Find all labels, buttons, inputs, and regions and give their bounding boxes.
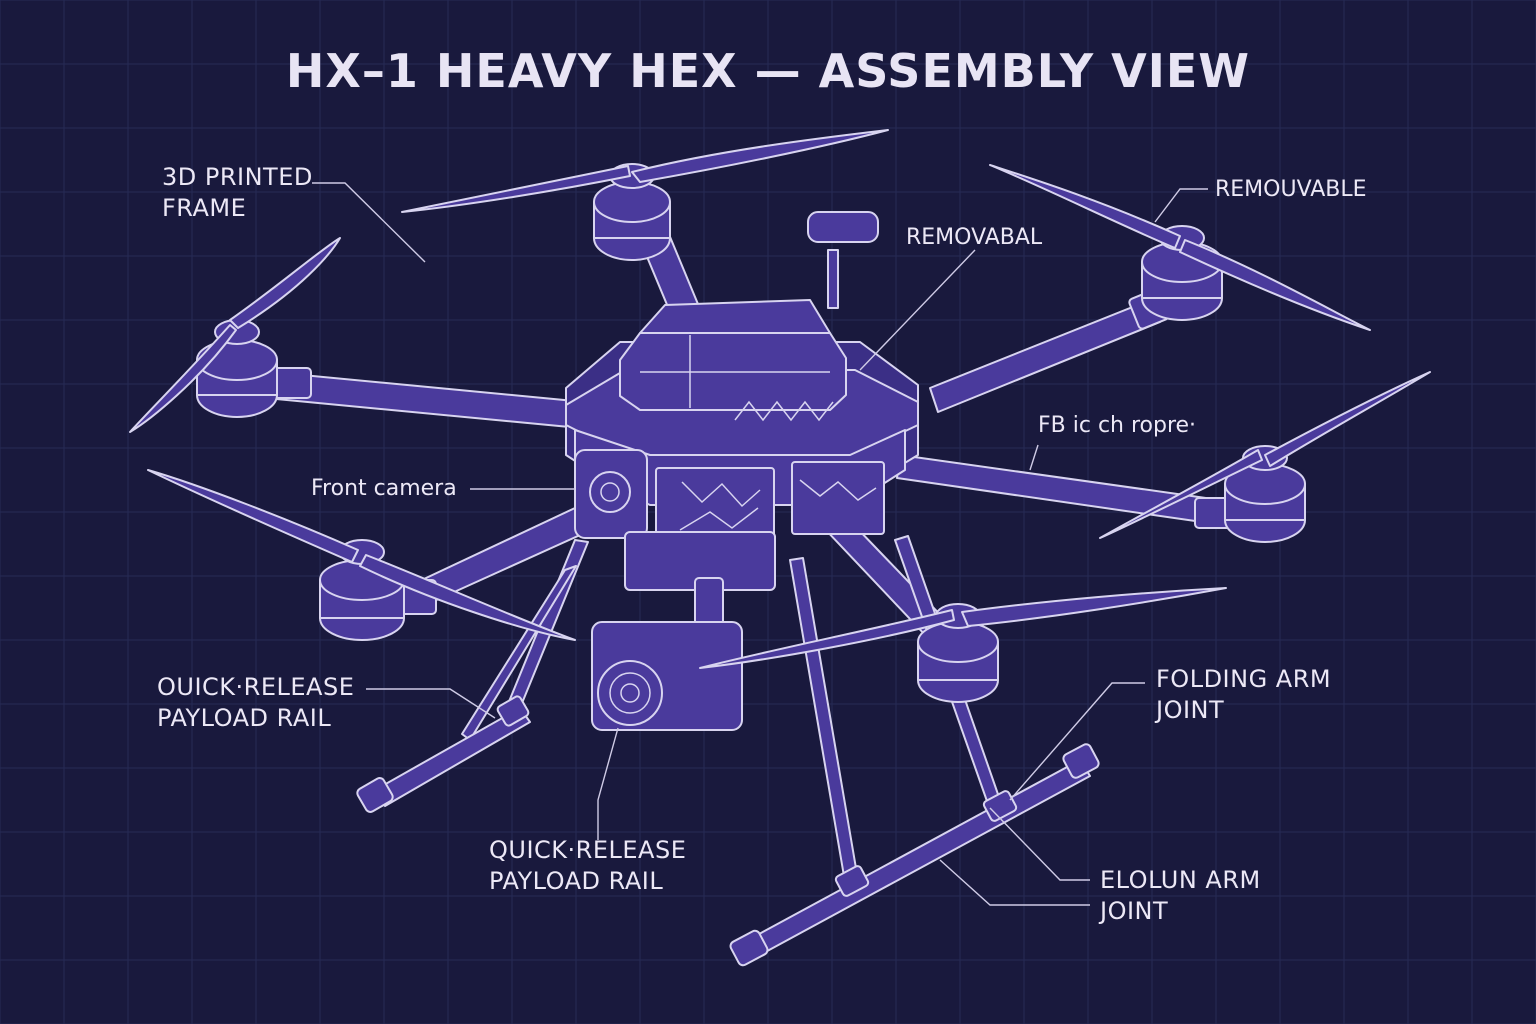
arm-back-right [929, 288, 1170, 413]
callout-line: FRAME [162, 194, 247, 222]
callout-quick-release-bottom: QUICK·RELEASE PAYLOAD RAIL [489, 835, 686, 897]
callout-line: FB ic ch ropre· [1038, 413, 1197, 438]
gps-antenna [807, 211, 879, 309]
motor-rotor-3 [989, 164, 1371, 331]
callout-removable-battery: REMOVABAL [906, 222, 1042, 253]
callout-line: OUICK·RELEASE [157, 673, 355, 701]
callout-elolun-arm-joint: ELOLUN ARM JOINT [1100, 865, 1261, 927]
callout-removable-rotor: REMOUVABLE [1215, 174, 1367, 205]
motor-rotor-6 [699, 587, 1227, 703]
callout-quick-release-left: OUICK·RELEASE PAYLOAD RAIL [157, 672, 354, 734]
diagram-title: HX–1 HEAVY HEX — ASSEMBLY VIEW [285, 44, 1251, 98]
callout-line: QUICK·RELEASE [489, 836, 687, 864]
callout-line: FOLDING ARM [1156, 665, 1332, 693]
gimbal-camera [591, 577, 743, 731]
callout-line: ELOLUN ARM [1100, 866, 1261, 894]
callout-line: REMOVABAL [906, 225, 1043, 250]
callout-line: JOINT [1100, 897, 1169, 925]
arm-back-left [244, 367, 586, 429]
motor-rotor-2 [401, 129, 889, 261]
callout-line: PAYLOAD RAIL [157, 704, 332, 732]
callout-front-camera: Front camera [311, 473, 457, 504]
callout-3d-printed-frame: 3D PRINTED FRAME [162, 162, 313, 224]
motor-rotor-4 [1099, 371, 1431, 543]
central-body [565, 299, 919, 591]
motor-rotor-5 [147, 469, 576, 641]
callout-line: Front camera [311, 476, 457, 501]
callout-line: PAYLOAD RAIL [489, 867, 664, 895]
callout-line: 3D PRINTED [162, 163, 313, 191]
motor-rotor-1 [129, 237, 341, 433]
callout-line: JOINT [1156, 696, 1225, 724]
callout-line: REMOUVABLE [1215, 177, 1367, 202]
arm-right [896, 454, 1232, 529]
callout-fb-arm: FB ic ch ropre· [1038, 410, 1196, 441]
leader-lines [312, 182, 1208, 906]
callout-folding-arm-joint: FOLDING ARM JOINT [1156, 664, 1331, 726]
